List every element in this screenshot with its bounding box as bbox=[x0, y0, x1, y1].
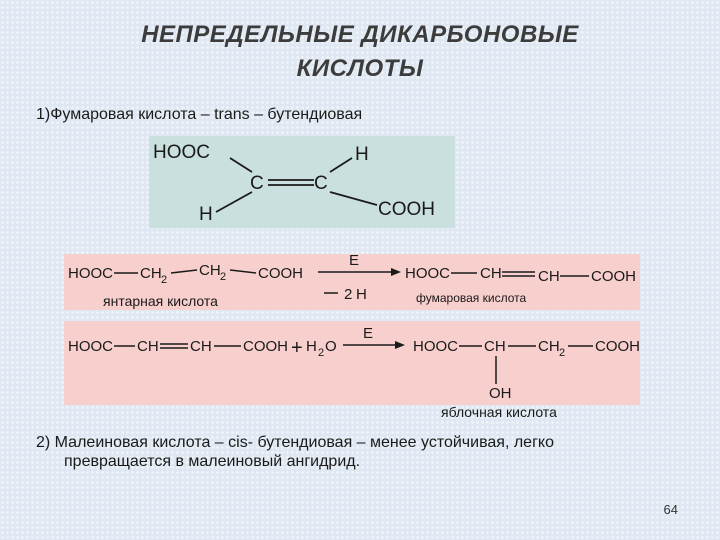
r2-p-oh: OH bbox=[489, 385, 512, 402]
reaction-2-background bbox=[64, 321, 640, 405]
h-bottom-label: H bbox=[199, 204, 213, 225]
bond-c-cooh bbox=[329, 191, 378, 206]
r1-p-cooh: COOH bbox=[591, 268, 636, 285]
r2-cooh: COOH bbox=[243, 338, 288, 355]
r1-ch-a: CH bbox=[140, 265, 162, 282]
r1-arrow-head bbox=[391, 268, 401, 276]
r2-hooc: HOOC bbox=[68, 338, 113, 355]
r2-h: H bbox=[306, 338, 317, 355]
r2-p-ch-b: CH bbox=[538, 338, 560, 355]
reaction-1-background bbox=[64, 254, 640, 310]
r1-hooc: HOOC bbox=[68, 265, 113, 282]
maleic-line-2: превращается в малеиновый ангидрид. bbox=[64, 453, 361, 470]
r1-cooh: COOH bbox=[258, 265, 303, 282]
r1-minus-coef: 2 bbox=[344, 286, 352, 303]
r1-sub-a: 2 bbox=[161, 274, 167, 286]
r1-bond-2 bbox=[170, 269, 198, 274]
hooc-label: HOOC bbox=[153, 142, 210, 163]
r1-p-ch-a: CH bbox=[480, 265, 502, 282]
bond-c-h-top bbox=[329, 157, 353, 173]
title-line-2: КИСЛОТЫ bbox=[296, 55, 424, 82]
r1-minus-h: H bbox=[356, 286, 367, 303]
title-line-1: НЕПРЕДЕЛЬНЫЕ ДИКАРБОНОВЫЕ bbox=[141, 21, 579, 48]
r2-p-sub: 2 bbox=[559, 347, 565, 359]
fumaric-acid-heading: 1)Фумаровая кислота – trans – бутендиова… bbox=[36, 106, 363, 123]
maleic-line-1: 2) Малеиновая кислота – cis- бутендиовая… bbox=[36, 434, 554, 451]
r2-catalyst: E bbox=[363, 325, 373, 342]
r1-sub-b: 2 bbox=[220, 271, 226, 283]
bond-hooc-c bbox=[229, 157, 253, 173]
c-left-label: C bbox=[250, 173, 264, 194]
r1-bond-3 bbox=[229, 269, 257, 274]
structure-background bbox=[149, 136, 455, 228]
r2-p-cooh: COOH bbox=[595, 338, 640, 355]
r2-ch-a: CH bbox=[137, 338, 159, 355]
r2-arrow-head bbox=[395, 341, 405, 349]
r1-p-hooc: HOOC bbox=[405, 265, 450, 282]
page-number: 64 bbox=[663, 502, 678, 517]
maleic-acid-paragraph: 2) Малеиновая кислота – cis- бутендиовая… bbox=[36, 433, 696, 471]
r1-p-ch-b: CH bbox=[538, 268, 560, 285]
r2-p-hooc: HOOC bbox=[413, 338, 458, 355]
r2-p-ch-a: CH bbox=[484, 338, 506, 355]
fumaric-acid-label: фумаровая кислота bbox=[416, 291, 526, 305]
h-top-label: H bbox=[355, 144, 369, 165]
r2-ch-b: CH bbox=[190, 338, 212, 355]
c-right-label: C bbox=[314, 173, 328, 194]
bond-c-h-bottom bbox=[215, 191, 253, 213]
r1-ch-b: CH bbox=[199, 262, 221, 279]
succinic-acid-label: янтарная кислота bbox=[103, 293, 218, 309]
r2-o: O bbox=[325, 338, 337, 355]
malic-acid-label: яблочная кислота bbox=[441, 404, 557, 420]
r2-plus: + bbox=[291, 337, 303, 359]
slide-title: НЕПРЕДЕЛЬНЫЕ ДИКАРБОНОВЫЕ КИСЛОТЫ bbox=[0, 18, 720, 86]
r1-catalyst: E bbox=[349, 252, 359, 269]
cooh-label: COOH bbox=[378, 199, 435, 220]
r2-h2o-sub: 2 bbox=[318, 347, 324, 359]
